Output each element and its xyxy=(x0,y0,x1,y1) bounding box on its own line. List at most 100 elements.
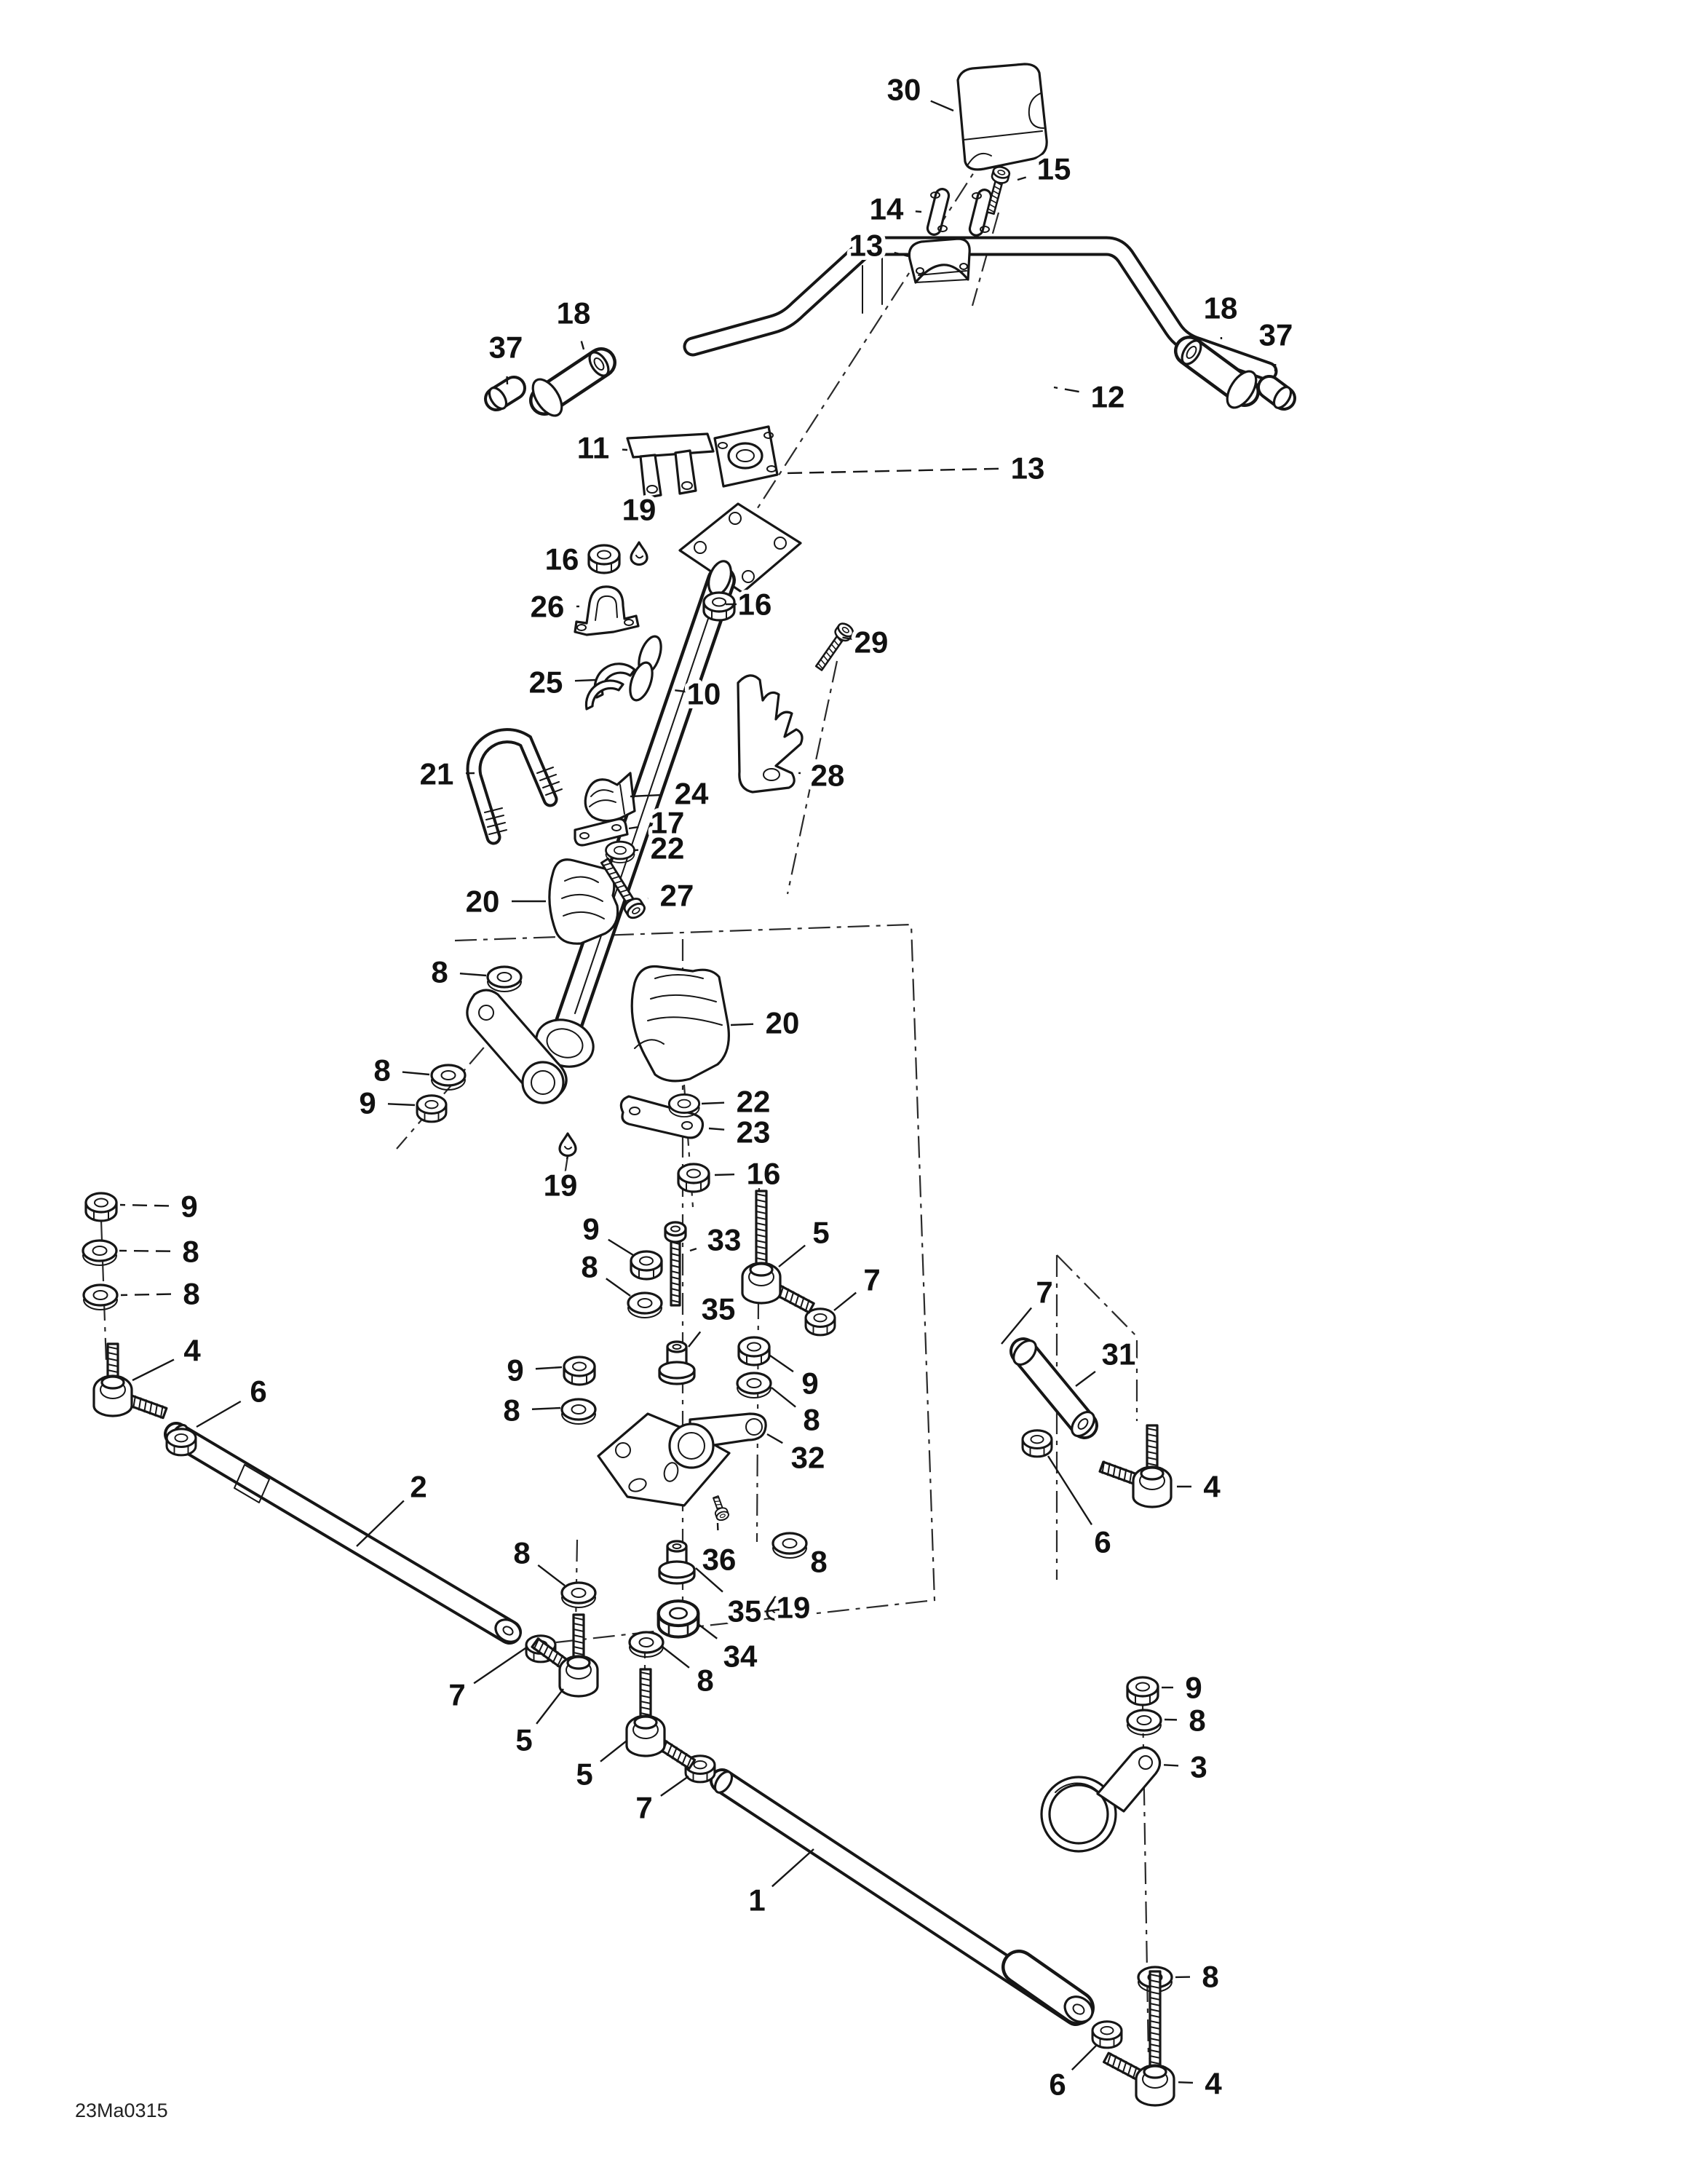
handlebar-clamp-cover xyxy=(956,63,1048,171)
callout-9: 9 xyxy=(181,1190,197,1224)
washer xyxy=(82,1239,118,1267)
callout-leader-19 xyxy=(566,1156,568,1160)
callout-leader-8 xyxy=(459,972,487,977)
callout-28: 28 xyxy=(811,759,845,793)
callout-8: 8 xyxy=(581,1250,598,1284)
callout-leader-34 xyxy=(697,1623,718,1639)
bushing xyxy=(658,1340,696,1385)
bolt xyxy=(713,1495,731,1523)
washer xyxy=(771,1532,808,1559)
callout-13: 13 xyxy=(1011,451,1045,486)
hex-nut xyxy=(659,1601,699,1637)
callout-5: 5 xyxy=(812,1216,829,1250)
tie-rod-1 xyxy=(710,1768,1095,2026)
drawing-code: 23Ma0315 xyxy=(75,2100,168,2121)
callout-17: 17 xyxy=(651,806,685,840)
riser-clamp-lower xyxy=(713,425,779,488)
callout-22: 22 xyxy=(651,831,685,866)
callout-29: 29 xyxy=(854,625,889,660)
callout-8: 8 xyxy=(1189,1704,1205,1738)
callout-leader-5 xyxy=(778,1244,806,1267)
washer xyxy=(1126,1709,1162,1736)
lubricant-drop xyxy=(558,1132,577,1158)
bolt xyxy=(986,164,1012,215)
callout-leader-8 xyxy=(402,1071,430,1076)
callout-3: 3 xyxy=(1190,1750,1207,1784)
half-bushing xyxy=(584,662,636,711)
callout-6: 6 xyxy=(1094,1525,1111,1559)
callout-leader-13 xyxy=(784,467,999,475)
callout-19: 19 xyxy=(777,1591,811,1625)
callout-37: 37 xyxy=(1259,318,1293,352)
callout-leader-15 xyxy=(1017,176,1027,181)
callout-leader-35 xyxy=(695,1567,723,1593)
callout-35: 35 xyxy=(702,1292,736,1326)
bushing xyxy=(658,1540,696,1585)
hex-nut xyxy=(737,1336,771,1366)
hex-nut xyxy=(1021,1429,1053,1458)
hex-nut xyxy=(165,1428,197,1457)
hex-nut xyxy=(416,1094,448,1123)
callout-18: 18 xyxy=(1204,291,1238,325)
callout-leader-25 xyxy=(574,678,596,682)
callout-leader-35 xyxy=(688,1331,702,1348)
callout-leader-8 xyxy=(606,1278,631,1297)
hex-nut xyxy=(630,1250,663,1281)
right-grip-cap xyxy=(1257,375,1296,411)
hardware-layer xyxy=(82,164,1175,2107)
spacer-31 xyxy=(1009,1337,1098,1439)
washer xyxy=(736,1372,772,1399)
callout-leader-7 xyxy=(1001,1307,1033,1345)
callout-35: 35 xyxy=(728,1594,762,1629)
tie-rod-end xyxy=(741,1190,815,1314)
callout-leader-9 xyxy=(769,1355,794,1373)
hex-nut xyxy=(1126,1676,1159,1706)
hex-nut xyxy=(587,544,621,574)
washer xyxy=(560,1581,597,1609)
tie-rod-end xyxy=(1103,1970,1175,2107)
callout-leader-9 xyxy=(387,1103,416,1107)
lubricant-drop xyxy=(630,541,648,566)
hex-nut xyxy=(1091,2020,1123,2049)
callout-leader-5 xyxy=(600,1741,627,1762)
callout-leader-7 xyxy=(473,1647,526,1685)
callout-leader-10 xyxy=(675,689,686,693)
callout-leader-23 xyxy=(708,1127,725,1131)
callout-8: 8 xyxy=(810,1545,827,1579)
callout-4: 4 xyxy=(1205,2067,1222,2101)
callout-13: 13 xyxy=(849,229,884,263)
callout-leader-8 xyxy=(531,1406,561,1410)
steering-column xyxy=(466,502,802,1104)
tie-rod-end xyxy=(531,1613,599,1698)
callout-leader-6 xyxy=(1071,2045,1097,2071)
callout-26: 26 xyxy=(531,590,565,624)
callout-25: 25 xyxy=(529,665,563,700)
callout-leader-9 xyxy=(119,1203,170,1207)
bolt xyxy=(600,858,648,922)
washer xyxy=(605,840,635,864)
washer xyxy=(560,1398,597,1425)
callout-9: 9 xyxy=(801,1366,818,1401)
callout-6: 6 xyxy=(250,1374,266,1409)
handlebar xyxy=(683,236,1278,381)
washer xyxy=(486,965,523,993)
callout-16: 16 xyxy=(545,542,579,577)
callout-14: 14 xyxy=(870,192,904,226)
callout-16: 16 xyxy=(747,1157,781,1191)
callout-24: 24 xyxy=(675,777,709,811)
callout-36: 36 xyxy=(702,1543,737,1577)
callout-leader-4 xyxy=(132,1358,175,1382)
callout-1: 1 xyxy=(748,1883,765,1918)
tie-rod-end xyxy=(625,1668,697,1770)
callout-8: 8 xyxy=(1202,1960,1218,1994)
tie-rod-2 xyxy=(164,1422,522,1645)
clamp-24 xyxy=(584,772,636,823)
clamp-20-left xyxy=(548,858,619,945)
callout-leader-7 xyxy=(833,1291,857,1311)
callout-leader-2 xyxy=(356,1500,405,1547)
callout-22: 22 xyxy=(737,1085,771,1119)
washer xyxy=(430,1064,467,1091)
